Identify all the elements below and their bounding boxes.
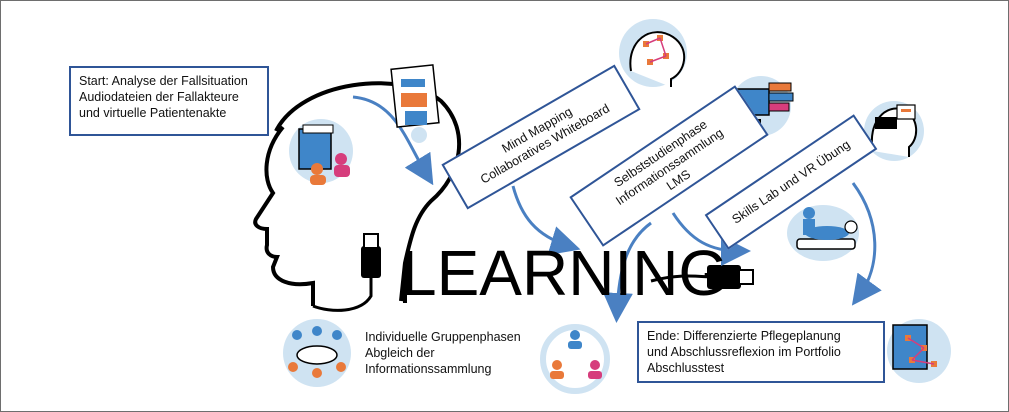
- end-line-2: und Abschlussreflexion im Portfolio: [647, 345, 841, 359]
- team-cycle-icon: [540, 324, 610, 394]
- flow-arrow: [511, 185, 581, 256]
- start-line-1: Start: Analyse der Fallsituation: [79, 74, 248, 88]
- start-box: Start: Analyse der Fallsituation Audioda…: [69, 66, 269, 136]
- file-folder-icon: [289, 119, 353, 185]
- group-phases-box: Individuelle Gruppenphasen Abgleich der …: [351, 326, 561, 382]
- group-meeting-icon: [283, 319, 351, 387]
- vr-headset-head-icon: [864, 101, 924, 161]
- usb-plug-icon: [707, 265, 754, 289]
- usb-plug-icon: [361, 233, 381, 278]
- group-phases-line-1: Individuelle Gruppenphasen: [365, 330, 521, 344]
- group-phases-line-3: Informationssammlung: [365, 362, 492, 376]
- end-box: Ende: Differenzierte Pflegeplanung und A…: [637, 321, 885, 383]
- end-line-3: Abschlusstest: [647, 361, 725, 375]
- flow-arrow: [602, 221, 652, 323]
- patient-bed-icon: [787, 205, 859, 261]
- start-line-3: und virtuelle Patientenakte: [79, 106, 227, 120]
- end-line-1: Ende: Differenzierte Pflegeplanung: [647, 329, 841, 343]
- document-printer-icon: [390, 64, 440, 143]
- flow-arrow: [671, 212, 751, 266]
- group-phases-line-2: Abgleich der: [365, 346, 435, 360]
- head-face: [253, 125, 315, 306]
- start-line-2: Audiodateien der Fallakteure: [79, 90, 239, 104]
- cable-left: [312, 271, 373, 312]
- portfolio-map-icon: [887, 319, 951, 383]
- centre-word-learning: LEARNING: [401, 237, 729, 309]
- flow-arrow: [851, 182, 882, 306]
- mind-map-head-icon: [619, 19, 687, 87]
